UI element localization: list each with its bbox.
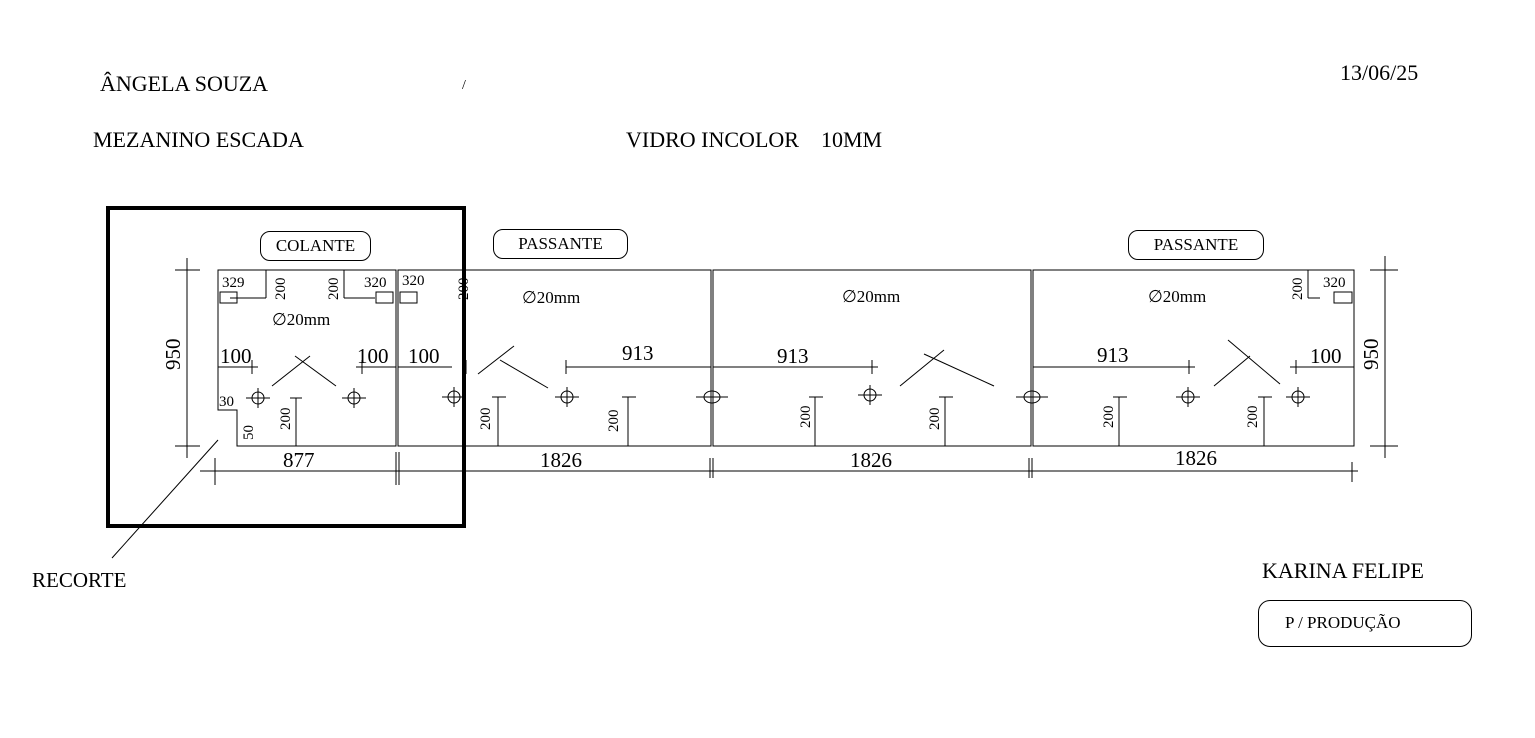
panel-3-outline — [712, 269, 1032, 447]
dim-p4-200a: 200 — [1101, 406, 1117, 429]
dim-p2-200a: 200 — [478, 408, 494, 431]
dim-p1-100b: 100 — [357, 344, 389, 368]
dim-height-left: 950 — [161, 339, 185, 371]
dim-p3-200a: 200 — [798, 406, 814, 429]
dim-p2-100: 100 — [408, 344, 440, 368]
dim-p4-200top: 200 — [1290, 278, 1306, 301]
dim-p4-100: 100 — [1310, 344, 1342, 368]
dim-p3-913: 913 — [777, 344, 809, 368]
dim-p4-913: 913 — [1097, 343, 1129, 367]
dim-p1-100a: 100 — [220, 344, 252, 368]
dim-width-panel-2: 1826 — [540, 448, 582, 472]
dim-p2-913: 913 — [622, 341, 654, 365]
panel-2-outline — [397, 269, 712, 447]
hole-size-p4: ∅20mm — [1148, 287, 1206, 306]
dim-width-panel-1: 877 — [283, 448, 315, 472]
glass-spec: VIDRO INCOLOR 10MM — [626, 127, 883, 152]
dim-p2-200top: 200 — [456, 278, 472, 301]
recorte-leader — [111, 439, 219, 559]
dim-p1-200c: 200 — [278, 408, 294, 431]
dim-width-panel-4: 1826 — [1175, 446, 1217, 470]
highlight-frame — [106, 206, 466, 528]
project-title: MEZANINO ESCADA — [93, 127, 304, 152]
approver-name: KARINA FELIPE — [1262, 558, 1424, 583]
dim-p4-320: 320 — [1323, 275, 1346, 291]
hole-size-p3: ∅20mm — [842, 287, 900, 306]
panel-4-outline — [1032, 269, 1355, 447]
dim-height-right: 950 — [1359, 339, 1383, 371]
drawing-date: 13/06/25 — [1340, 60, 1419, 85]
hole-size-p2: ∅20mm — [522, 288, 580, 307]
dim-p1-30: 30 — [219, 394, 234, 410]
dim-p1-50: 50 — [241, 425, 257, 440]
dim-p1-200a: 200 — [273, 278, 289, 301]
dim-width-panel-3: 1826 — [850, 448, 892, 472]
tag-passante-2: PASSANTE — [1128, 230, 1264, 260]
production-status-badge: P / PRODUÇÃO — [1258, 600, 1472, 647]
dim-p1-200b: 200 — [326, 278, 342, 301]
client-name: ÂNGELA SOUZA — [100, 71, 269, 96]
tag-passante-1: PASSANTE — [493, 229, 628, 259]
dim-p4-200b: 200 — [1245, 406, 1261, 429]
dim-p3-200b: 200 — [927, 408, 943, 431]
tag-colante: COLANTE — [260, 231, 371, 261]
dim-p2-200b: 200 — [606, 410, 622, 433]
dim-p2-320: 320 — [402, 273, 425, 289]
recorte-label: RECORTE — [32, 568, 127, 592]
dim-p1-329: 329 — [222, 275, 245, 291]
header-mark: / — [462, 78, 466, 93]
hole-size-p1: ∅20mm — [272, 310, 330, 329]
dim-p1-320: 320 — [364, 275, 387, 291]
